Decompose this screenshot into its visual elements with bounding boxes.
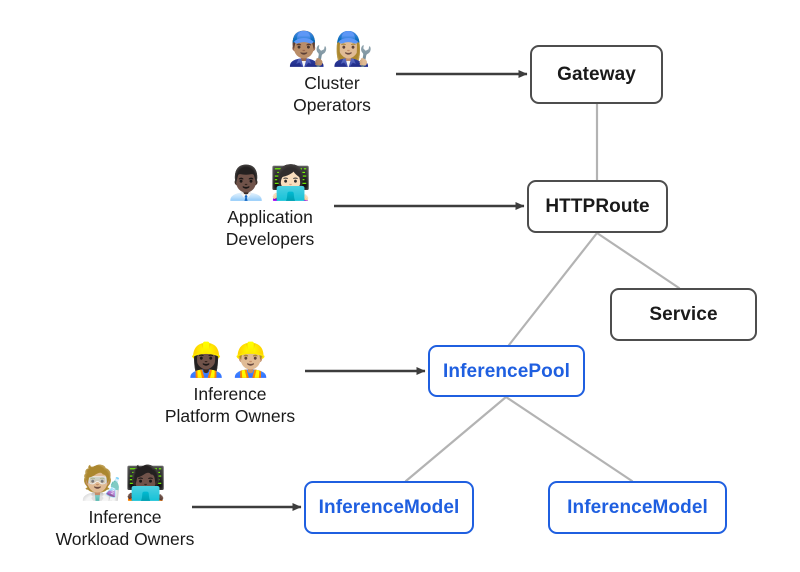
construction-worker-pair-icon: 👷🏿‍♀️👷🏼‍♂️ (185, 341, 275, 378)
edge-inferencepool-inferencemodel-2 (504, 395, 634, 483)
persona-label-application-developers: Application Developers (225, 207, 315, 250)
persona-inference-workload-owners: 🧑🏼‍🔬🧑🏿‍💻 Inference Workload Owners (10, 466, 240, 551)
persona-application-developers: 👨🏿‍💼👩🏻‍💻 Application Developers (155, 166, 385, 251)
persona-label-cluster-operators: Cluster Operators (293, 73, 371, 116)
node-httproute[interactable]: HTTPRoute (527, 180, 668, 233)
office-worker-technologist-pair-icon: 👨🏿‍💼👩🏻‍💻 (225, 164, 315, 201)
node-inferencemodel-left[interactable]: InferenceModel (304, 481, 474, 534)
persona-cluster-operators: 👨🏽‍🔧👩🏼‍🔧 Cluster Operators (217, 32, 447, 117)
mechanic-pair-icon: 👨🏽‍🔧👩🏼‍🔧 (287, 30, 377, 67)
persona-label-inference-platform-owners: Inference Platform Owners (164, 384, 296, 427)
node-inferencemodel-right[interactable]: InferenceModel (548, 481, 727, 534)
persona-label-inference-workload-owners: Inference Workload Owners (55, 507, 195, 550)
persona-inference-platform-owners: 👷🏿‍♀️👷🏼‍♂️ Inference Platform Owners (115, 343, 345, 428)
node-inferencepool[interactable]: InferencePool (428, 345, 585, 397)
node-service[interactable]: Service (610, 288, 757, 341)
scientist-technologist-pair-icon: 🧑🏼‍🔬🧑🏿‍💻 (80, 464, 170, 501)
edge-httproute-service (595, 231, 681, 290)
edge-httproute-inferencepool (507, 231, 599, 347)
edge-inferencepool-inferencemodel-1 (404, 395, 508, 483)
node-gateway[interactable]: Gateway (530, 45, 663, 104)
